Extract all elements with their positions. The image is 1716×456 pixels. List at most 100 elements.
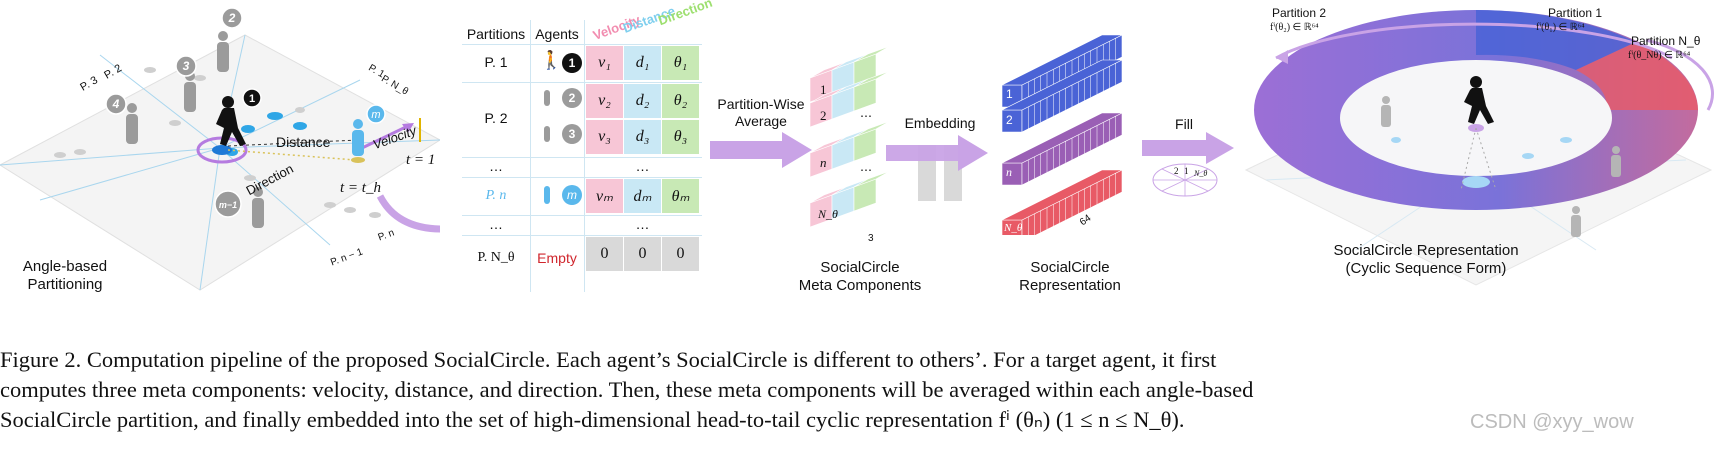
meta-block-label-ntheta: N_θ bbox=[818, 207, 838, 221]
row-pntheta-distance: 0 bbox=[624, 237, 661, 271]
rep-block-label-1: 1 bbox=[1006, 87, 1013, 101]
meta-block-label-n: n bbox=[820, 155, 827, 170]
rep-title: SocialCircle Representation bbox=[990, 259, 1150, 295]
meta-dim-label: 3 bbox=[868, 233, 874, 244]
row-pntheta-velocity: 0 bbox=[586, 237, 623, 271]
row-p2-agent-badge-b: 3 bbox=[562, 124, 582, 144]
meta-cube-top bbox=[853, 170, 891, 188]
mini-label-1: 1 bbox=[1184, 166, 1189, 176]
header-partitions: Partitions bbox=[466, 26, 526, 42]
row-p2-direction-a: θ₂ bbox=[662, 84, 699, 118]
meta-components-blocks bbox=[809, 45, 891, 228]
row-ellipsis-2-label: … bbox=[489, 216, 503, 232]
arrow-label-line2: Average bbox=[735, 113, 787, 129]
row-p1-agent-badge: 1 bbox=[562, 53, 582, 73]
meta-block-ellipsis-1: ⋯ bbox=[860, 109, 872, 123]
partitioning-label: Angle-based Partitioning bbox=[10, 258, 120, 294]
row-p1-agent-number: 1 bbox=[568, 56, 576, 70]
partition-table: Partitions Agents Velocity Distance Dire… bbox=[462, 0, 714, 300]
figure-caption: Figure 2. Computation pipeline of the pr… bbox=[0, 345, 1716, 435]
arrow-right-icon bbox=[1142, 132, 1234, 164]
arrow-embedding: Embedding bbox=[880, 95, 992, 205]
row-p2-agent-number-a: 2 bbox=[568, 91, 576, 105]
partition-2-formula: fⁱ(θ₂) ∈ ℝ⁶⁴ bbox=[1270, 22, 1319, 33]
partition-ntheta-title: Partition N_θ bbox=[1631, 34, 1701, 48]
partitioning-panel: 2 3 4 m−1 1 m Angle-based Partitioning D… bbox=[0, 0, 470, 300]
cyclic-ring bbox=[1244, 10, 1714, 286]
rep-title-line1: SocialCircle bbox=[1030, 259, 1110, 276]
ring-title-line1: SocialCircle Representation bbox=[1333, 242, 1519, 259]
meta-block-ellipsis-2: ⋯ bbox=[860, 163, 872, 177]
row-pntheta-label: P. N_θ bbox=[477, 250, 515, 265]
arrow-right-icon bbox=[710, 132, 812, 168]
row-pn-velocity: vₘ bbox=[586, 179, 623, 213]
partitioning-label-line2: Partitioning bbox=[27, 276, 103, 293]
meta-cube-top bbox=[853, 70, 891, 88]
th-label: t = t_h bbox=[340, 180, 381, 196]
header-agents: Agents bbox=[535, 26, 579, 42]
rep-bar-top bbox=[1001, 169, 1123, 221]
ring-title-line2: (Cyclic Sequence Form) bbox=[1345, 260, 1507, 277]
partition-1-title: Partition 1 bbox=[1548, 6, 1603, 20]
row-ellipsis-2-values: … bbox=[635, 216, 650, 232]
arrow-fill-label: Fill bbox=[1175, 116, 1193, 132]
agent-badge-1: 1 bbox=[249, 93, 255, 105]
rep-title-line2: Representation bbox=[1019, 277, 1121, 294]
meta-title: SocialCircle Meta Components bbox=[780, 259, 940, 295]
meta-title-line1: SocialCircle bbox=[820, 259, 900, 276]
arrow-fill: Fill 2 1 N_θ bbox=[1138, 110, 1238, 200]
cyclic-ring-panel: Partition 2 fⁱ(θ₂) ∈ ℝ⁶⁴ Partition 1 fⁱ(… bbox=[1236, 0, 1716, 300]
representation: 1 2 n N_θ 64 SocialCircle Representation bbox=[1000, 15, 1140, 305]
arrow-right-icon bbox=[886, 135, 988, 171]
row-p2-agent-number-b: 3 bbox=[568, 127, 576, 141]
caption-line-3: SocialCircle partition, and finally embe… bbox=[0, 407, 1185, 432]
distance-label: Distance bbox=[276, 134, 331, 150]
row-p2-distance-a: d₂ bbox=[624, 84, 661, 118]
t1-label: t = 1 bbox=[406, 152, 436, 168]
walking-agent-icon: 🚶 bbox=[540, 50, 563, 70]
row-p2-velocity-a: v₂ bbox=[586, 84, 623, 118]
row-p1-velocity: v₁ bbox=[586, 46, 623, 80]
agent-badge-3: 3 bbox=[183, 59, 190, 73]
arrow-partition-average-label: Partition-Wise Average bbox=[706, 96, 816, 130]
partition-1-formula: fⁱ(θ₁) ∈ ℝ⁶⁴ bbox=[1536, 22, 1585, 33]
representation-blocks bbox=[1001, 34, 1123, 243]
header-direction: Direction bbox=[656, 0, 715, 29]
row-p2-agent-badge-a: 2 bbox=[562, 88, 582, 108]
row-ellipsis-1-values: … bbox=[635, 158, 650, 174]
agent-badge-m-1: m−1 bbox=[219, 200, 237, 210]
agent-badge-m: m bbox=[371, 109, 380, 121]
rep-bar-top bbox=[1001, 59, 1123, 111]
rep-block-label-2: 2 bbox=[1006, 113, 1013, 127]
partition-2-title: Partition 2 bbox=[1272, 6, 1327, 20]
mini-circle-icon bbox=[1152, 163, 1218, 197]
arrow-embedding-label: Embedding bbox=[904, 115, 976, 131]
meta-block-label-2: 2 bbox=[820, 108, 827, 123]
rep-bar-top bbox=[1001, 112, 1123, 164]
row-p1-distance: d₁ bbox=[624, 46, 661, 80]
row-ellipsis-1-label: … bbox=[489, 158, 503, 174]
meta-block-label-1: 1 bbox=[820, 82, 827, 97]
row-p2-label: P. 2 bbox=[484, 110, 508, 126]
row-p1-label: P. 1 bbox=[484, 54, 508, 70]
rep-bar-top bbox=[1001, 34, 1123, 86]
mini-label-ntheta: N_θ bbox=[1194, 169, 1208, 178]
caption-line-1: Figure 2. Computation pipeline of the pr… bbox=[0, 347, 1217, 372]
partitioning-label-line1: Angle-based bbox=[22, 258, 108, 275]
watermark: CSDN @xyy_wow bbox=[1470, 411, 1634, 433]
meta-cube-top bbox=[853, 120, 891, 138]
ring-title: SocialCircle Representation (Cyclic Sequ… bbox=[1296, 242, 1556, 278]
row-pn-distance: dₘ bbox=[624, 179, 661, 213]
mini-label-2: 2 bbox=[1174, 166, 1179, 176]
row-p2-agent-icon-b bbox=[544, 126, 550, 142]
row-pn-agent-badge: m bbox=[562, 185, 582, 205]
row-pn-label: P. n bbox=[485, 188, 507, 203]
arrow-partition-average: Partition-Wise Average bbox=[706, 96, 816, 186]
row-p2-agent-icon-a bbox=[544, 90, 550, 106]
meta-components: 1 2 ⋯ n ⋯ N_θ 3 SocialCircle Meta Compon… bbox=[799, 45, 921, 305]
row-p2-velocity-b: v₃ bbox=[586, 120, 623, 154]
row-pn-agent-number: m bbox=[567, 188, 577, 202]
agent-badge-2: 2 bbox=[228, 11, 236, 25]
row-p2-distance-b: d₃ bbox=[624, 120, 661, 154]
partition-ntheta-formula: fⁱ(θ_Nθ) ∈ ℝ⁶⁴ bbox=[1628, 50, 1691, 61]
